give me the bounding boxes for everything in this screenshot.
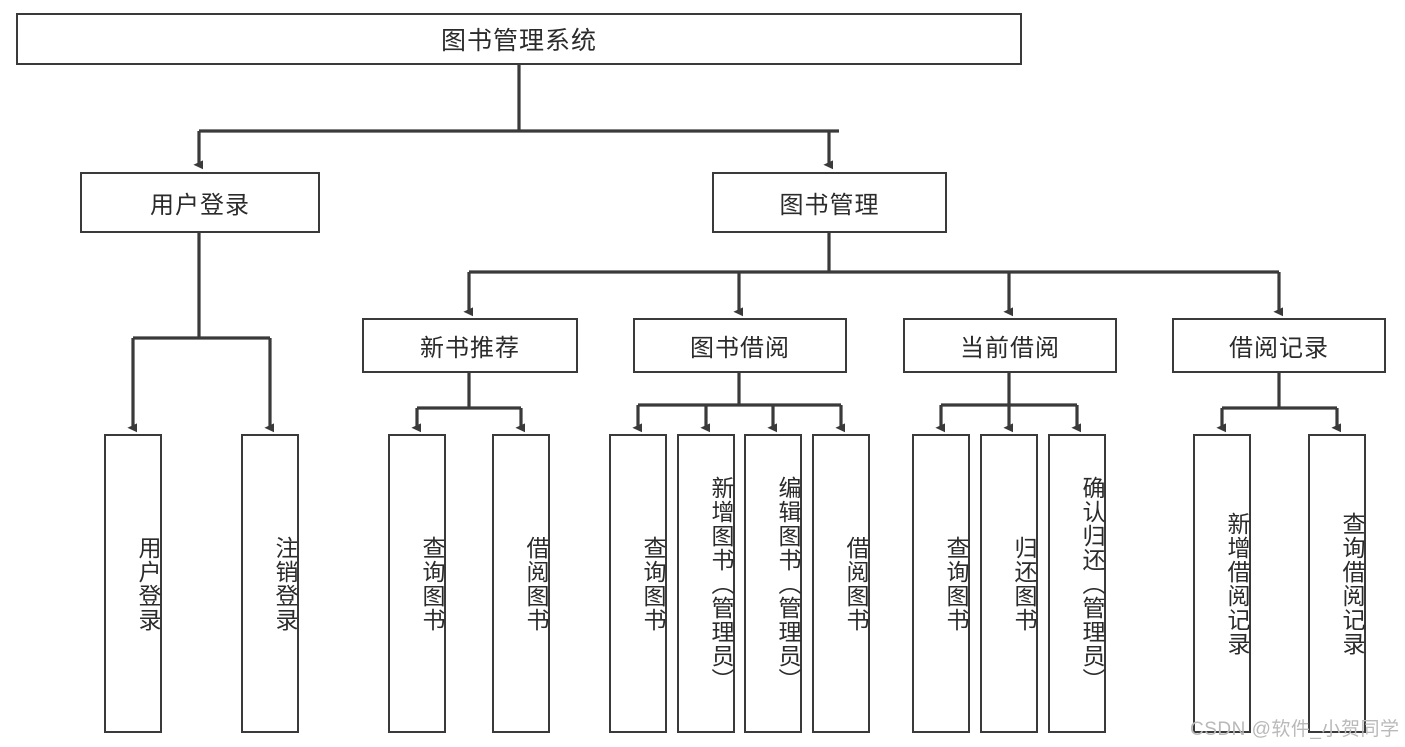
- csdn-watermark: CSDN @软件_小贺同学: [1190, 719, 1400, 740]
- node-leaf-confirm-return[interactable]: 确认归还（管理员）: [1048, 434, 1106, 733]
- node-leaf-user-login[interactable]: 用户登录: [104, 434, 162, 733]
- node-borrow-record-label: 借阅记录: [1229, 335, 1329, 362]
- node-leaf-borrow-book-2-label: 借阅图书: [843, 535, 869, 632]
- node-new-book-recommend-label: 新书推荐: [420, 335, 520, 362]
- node-leaf-add-record[interactable]: 新增借阅记录: [1193, 434, 1251, 733]
- node-leaf-user-login-label: 用户登录: [135, 535, 161, 632]
- node-leaf-logout-login[interactable]: 注销登录: [241, 434, 299, 733]
- node-leaf-logout-login-label: 注销登录: [272, 535, 298, 632]
- node-leaf-confirm-return-label: 确认归还（管理员）: [1079, 475, 1105, 692]
- node-book-borrow-label: 图书借阅: [690, 335, 790, 362]
- node-book-management[interactable]: 图书管理: [712, 172, 947, 233]
- node-leaf-add-book-label: 新增图书（管理员）: [708, 475, 734, 692]
- node-user-login[interactable]: 用户登录: [80, 172, 320, 233]
- node-leaf-query-book-1[interactable]: 查询图书: [388, 434, 446, 733]
- node-new-book-recommend[interactable]: 新书推荐: [362, 318, 578, 373]
- node-leaf-borrow-book-1[interactable]: 借阅图书: [492, 434, 550, 733]
- node-leaf-query-book-1-label: 查询图书: [419, 535, 445, 632]
- node-root[interactable]: 图书管理系统: [16, 13, 1022, 65]
- node-leaf-return-book-label: 归还图书: [1011, 535, 1037, 632]
- node-user-login-label: 用户登录: [150, 192, 250, 219]
- node-leaf-return-book[interactable]: 归还图书: [980, 434, 1038, 733]
- node-book-borrow[interactable]: 图书借阅: [633, 318, 847, 373]
- node-leaf-query-book-2[interactable]: 查询图书: [609, 434, 667, 733]
- node-current-borrow-label: 当前借阅: [960, 335, 1060, 362]
- node-current-borrow[interactable]: 当前借阅: [903, 318, 1117, 373]
- node-leaf-add-record-label: 新增借阅记录: [1224, 511, 1250, 656]
- node-leaf-add-book[interactable]: 新增图书（管理员）: [677, 434, 735, 733]
- node-leaf-edit-book[interactable]: 编辑图书（管理员）: [744, 434, 802, 733]
- node-borrow-record[interactable]: 借阅记录: [1172, 318, 1386, 373]
- node-leaf-query-book-3[interactable]: 查询图书: [912, 434, 970, 733]
- node-root-label: 图书管理系统: [440, 27, 597, 55]
- node-leaf-borrow-book-1-label: 借阅图书: [523, 535, 549, 632]
- node-leaf-query-record[interactable]: 查询借阅记录: [1308, 434, 1366, 733]
- node-leaf-query-record-label: 查询借阅记录: [1339, 511, 1365, 656]
- node-book-management-label: 图书管理: [779, 192, 880, 219]
- node-leaf-query-book-2-label: 查询图书: [640, 535, 666, 632]
- node-leaf-borrow-book-2[interactable]: 借阅图书: [812, 434, 870, 733]
- node-leaf-edit-book-label: 编辑图书（管理员）: [775, 475, 801, 692]
- node-leaf-query-book-3-label: 查询图书: [943, 535, 969, 632]
